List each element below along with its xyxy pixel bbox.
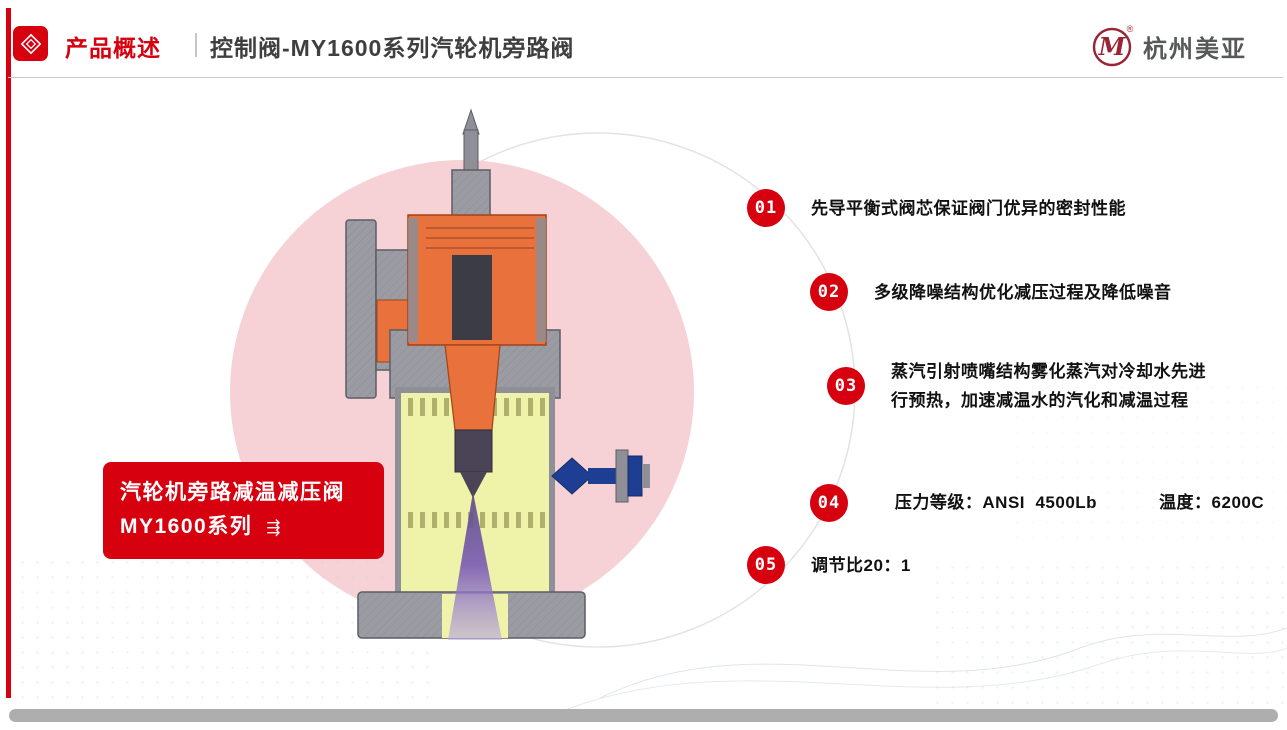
product-name-label: 汽轮机旁路减温减压阀 MY1600系列 ⇶ [103, 462, 384, 559]
cube-icon [13, 26, 48, 61]
feature-text-pressure: 压力等级：ANSI 4500Lb [894, 493, 1098, 512]
feature-number-badge: 03 [827, 367, 865, 405]
feature-item-2: 02 多级降噪结构优化减压过程及降低噪音 [810, 273, 1172, 311]
valve-cross-section-illustration [230, 100, 700, 660]
logo-text: 杭州美亚 [1143, 35, 1247, 63]
feature-text: 蒸汽引射喷嘴结构雾化蒸汽对冷却水先进行预热，加速减温水的汽化和减温过程 [891, 362, 1206, 410]
header-divider [195, 33, 197, 57]
feature-number-badge: 01 [747, 189, 785, 227]
feature-number-badge: 05 [747, 546, 785, 584]
logo-m-icon: M ® [1092, 24, 1134, 67]
feature-text: 先导平衡式阀芯保证阀门优异的密封性能 [811, 198, 1126, 218]
arrows-right-icon: ⇶ [266, 518, 282, 537]
feature-text: 调节比20：1 [811, 555, 911, 575]
svg-text:®: ® [1127, 24, 1134, 34]
feature-text: 压力等级：ANSI 4500Lb 温度：6200C [874, 459, 1264, 546]
feature-item-4: 04 压力等级：ANSI 4500Lb 温度：6200C [810, 459, 1264, 546]
company-logo: M ® 杭州美亚 [1091, 24, 1247, 68]
valve-cross-section-svg [345, 108, 650, 640]
header-rule [8, 77, 1283, 78]
bottom-gray-bar [9, 709, 1278, 722]
feature-text-temperature: 温度：6200C [1159, 493, 1265, 512]
feature-item-1: 01 先导平衡式阀芯保证阀门优异的密封性能 [747, 189, 1126, 227]
product-series: MY1600系列 [120, 515, 253, 538]
wave-line [599, 627, 1287, 699]
left-accent-bar [6, 8, 11, 698]
feature-number-badge: 02 [810, 273, 848, 311]
feature-item-3: 03 蒸汽引射喷嘴结构雾化蒸汽对冷却水先进行预热，加速减温水的汽化和减温过程 [827, 357, 1223, 415]
svg-text:M: M [1098, 32, 1127, 61]
feature-text: 多级降噪结构优化减压过程及降低噪音 [874, 282, 1172, 302]
product-name-line2: MY1600系列 ⇶ [120, 510, 384, 545]
section-label: 产品概述 [65, 35, 161, 61]
cube-icon-glyph [20, 33, 41, 54]
wave-line [559, 647, 1287, 713]
page-title: 控制阀-MY1600系列汽轮机旁路阀 [210, 35, 575, 61]
feature-item-5: 05 调节比20：1 [747, 546, 911, 584]
product-name-line1: 汽轮机旁路减温减压阀 [120, 481, 345, 504]
feature-number-badge: 04 [810, 483, 848, 522]
